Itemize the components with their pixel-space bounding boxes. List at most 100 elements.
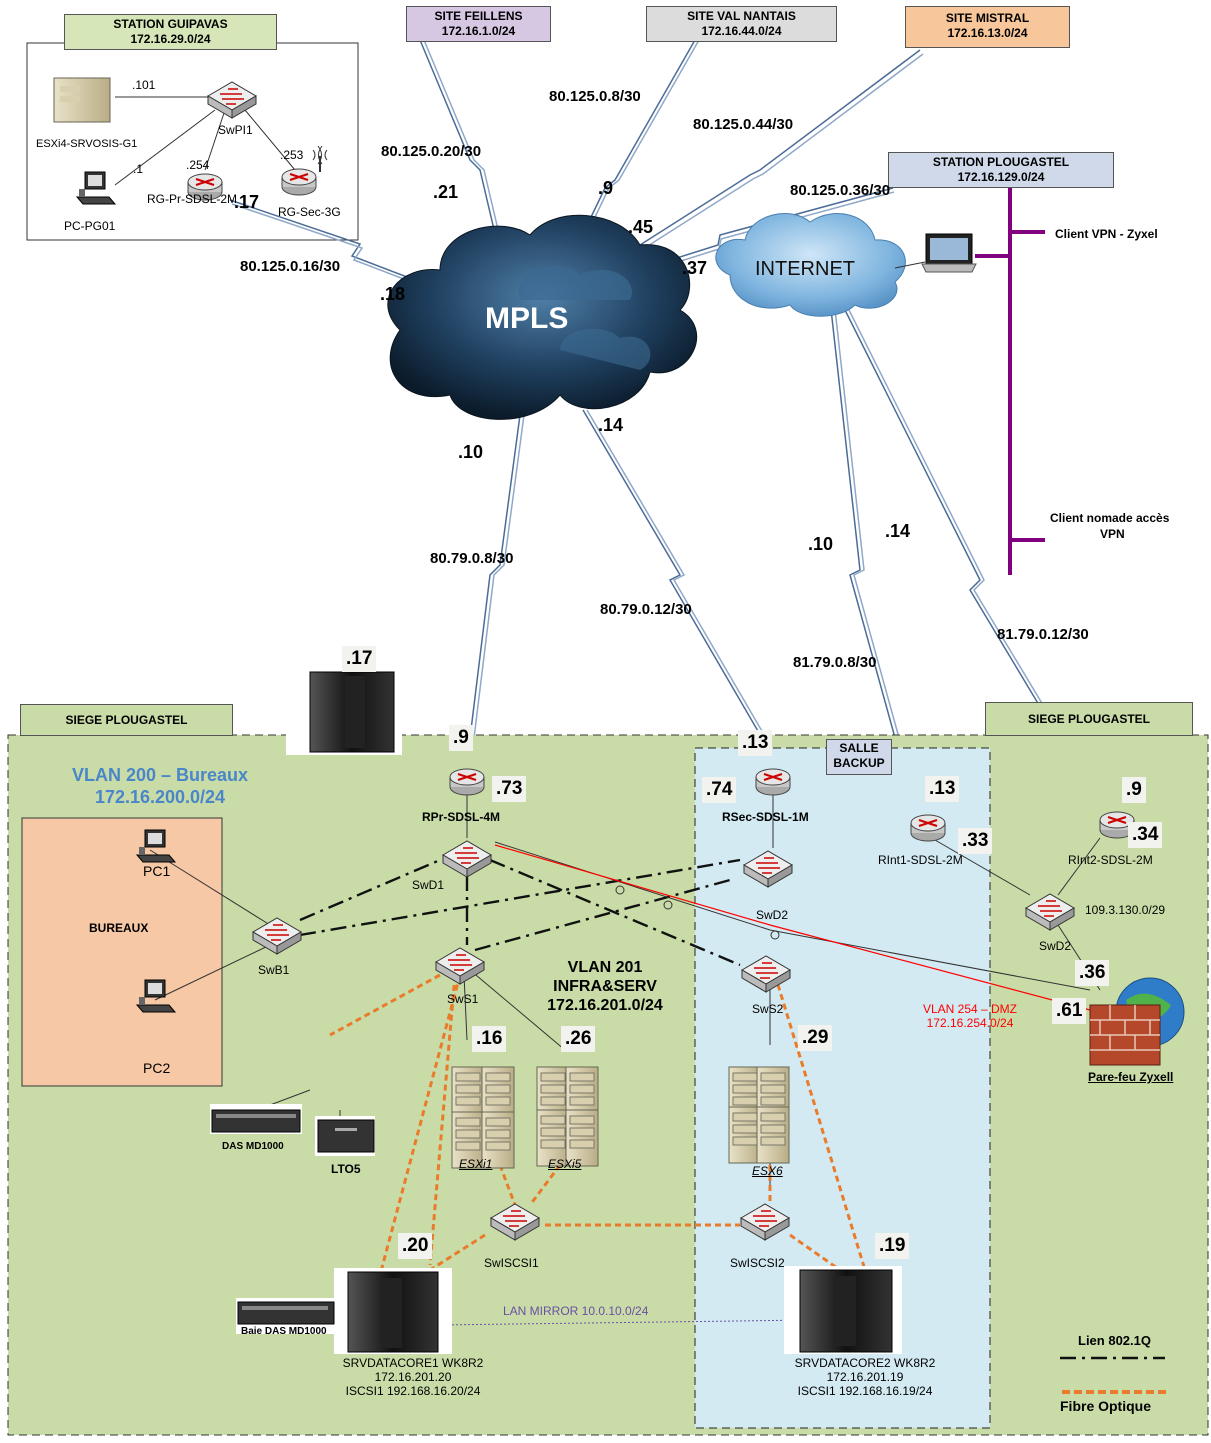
label-swb1: SwB1 [258,963,290,977]
ip-r74: .74 [702,777,737,803]
ip-r13: .13 [738,730,773,756]
ip-g254: .254 [186,158,210,172]
ip-s36: .36 [1075,960,1110,986]
ip-r9: .9 [449,725,473,751]
ip-e16: .16 [472,1026,507,1052]
ip-m18: .18 [380,284,406,304]
ip-c19: .19 [875,1233,910,1259]
vlan200-title: VLAN 200 – Bureaux 172.16.200.0/24 [40,764,280,808]
fibre-links [329,973,867,1276]
link-guip: 80.125.0.16/30 [240,258,341,275]
site-valnantais-net: 172.16.44.0/24 [701,24,782,38]
label-sws2: SwS2 [752,1002,784,1016]
das-md1000-icon [210,1104,302,1134]
label-das: DAS MD1000 [222,1141,284,1152]
ip-m21: .21 [433,182,459,202]
vpn-client-2a: Client nomade accès [1050,511,1170,525]
label-firewall: Pare-feu Zyxell [1088,1070,1174,1084]
label-pc1: PC1 [143,863,171,879]
link-ploug: 80.125.0.36/30 [790,182,891,199]
label-swiscsi1: SwISCSI1 [484,1256,539,1270]
site-feillens-net: 172.16.1.0/24 [441,24,516,38]
site-valnantais-name: SITE VAL NANTAIS [687,9,796,23]
ip-g17: .17 [234,192,260,212]
label-swiscsi2: SwISCSI2 [730,1256,785,1270]
site-guipavas-name: STATION GUIPAVAS [113,17,228,31]
label-rgpr: RG-Pr-SDSL-2M [147,192,238,206]
mpls-cloud [387,214,698,420]
legend-8021q-label: Lien 802.1Q [1078,1333,1151,1348]
vlan254-title: VLAN 254 – DMZ 172.16.254.0/24 [900,1002,1040,1030]
srv1-name: SRVDATACORE1 WK8R2 [342,1356,484,1370]
ip-e26: .26 [561,1026,596,1052]
label-esx6: ESX6 [752,1164,783,1178]
ip-i14: .14 [885,521,911,541]
ip-i10: .10 [808,534,834,554]
lan-mirror-label: LAN MIRROR 10.0.10.0/24 [503,1304,649,1318]
ip-ri13: .13 [925,776,960,802]
ip-c20: .20 [398,1233,433,1259]
bureaux-zone [21,817,223,1087]
link-l12: 80.79.0.12/30 [600,601,692,618]
baie-das-icon [236,1298,336,1334]
vlan201-role: INFRA&SERV [553,978,657,995]
label-swd1: SwD1 [412,878,445,892]
label-lto5: LTO5 [331,1162,361,1176]
firewall-icon [1089,977,1185,1066]
station-plougastel-box: STATION PLOUGASTEL 172.16.129.0/24 [888,152,1114,188]
link-i12: 81.79.0.12/30 [997,626,1089,643]
lto5-icon [315,1116,375,1156]
ip-m14: .14 [598,415,624,435]
esx6-server [728,1066,790,1164]
vlan254-net: 172.16.254.0/24 [926,1016,1014,1030]
srvdatacore2-server [784,1266,902,1354]
rsec-router [755,768,791,796]
ip-m45: .45 [628,217,654,237]
vpn-client-2b: VPN [1100,527,1125,541]
siege-left-box: SIEGE PLOUGASTEL [20,704,233,736]
ip-f61: .61 [1052,998,1087,1024]
ip-e29: .29 [798,1025,833,1051]
label-pcpg01: PC-PG01 [64,219,116,233]
label-rpr: RPr-SDSL-4M [422,810,501,824]
vlan201-name: VLAN 201 [567,959,643,976]
ip-m37: .37 [682,258,708,278]
label-baie: Baie DAS MD1000 [241,1326,327,1337]
label-esxi4: ESXi4-SRVOSIS-G1 [36,138,138,150]
legend-fibre-label: Fibre Optique [1060,1398,1151,1414]
ip-m10: .10 [458,442,484,462]
site-valnantais-box: SITE VAL NANTAIS 172.16.44.0/24 [646,6,837,42]
srv2-name: SRVDATACORE2 WK8R2 [794,1356,936,1370]
srv1-ip: 172.16.201.20 [374,1370,452,1384]
label-bureaux: BUREAUX [89,921,149,935]
station-plougastel-name: STATION PLOUGASTEL [932,155,1070,169]
siege-right-box: SIEGE PLOUGASTEL [985,702,1193,736]
label-rint1: RInt1-SDSL-2M [878,853,963,867]
label-esxi5: ESXi5 [548,1157,582,1171]
mirror-link [439,1319,811,1326]
srv2-ip: 172.16.201.19 [826,1370,904,1384]
ip-g253: .253 [280,148,304,162]
link-i8: 81.79.0.8/30 [793,654,877,671]
tower-server-17 [286,670,402,755]
label-pc2: PC2 [143,1060,171,1076]
rint1-router [910,814,946,842]
rpr-router [449,768,485,796]
label-sub109: 109.3.130.0/29 [1085,903,1166,917]
label-rint2: RInt2-SDSL-2M [1068,853,1153,867]
esxi5-server [536,1066,599,1167]
mpls-label: MPLS [485,302,569,335]
label-swd2: SwD2 [756,908,789,922]
vpn-client-1: Client VPN - Zyxel [1055,227,1158,241]
ip-m9: .9 [598,178,614,198]
site-feillens-name: SITE FEILLENS [434,9,523,23]
site-mistral-box: SITE MISTRAL 172.16.13.0/24 [905,6,1070,48]
guipavas-zone [26,42,359,241]
srv2-iscsi: ISCSI1 192.168.16.19/24 [797,1384,933,1398]
vlan201-net: 172.16.201.0/24 [547,997,663,1014]
srv2-text: SRVDATACORE2 WK8R2 172.16.201.19 ISCSI1 … [770,1356,960,1398]
ip-g101: .101 [132,78,156,92]
label-rsec: RSec-SDSL-1M [722,810,809,824]
link-valn: 80.125.0.8/30 [549,88,641,105]
